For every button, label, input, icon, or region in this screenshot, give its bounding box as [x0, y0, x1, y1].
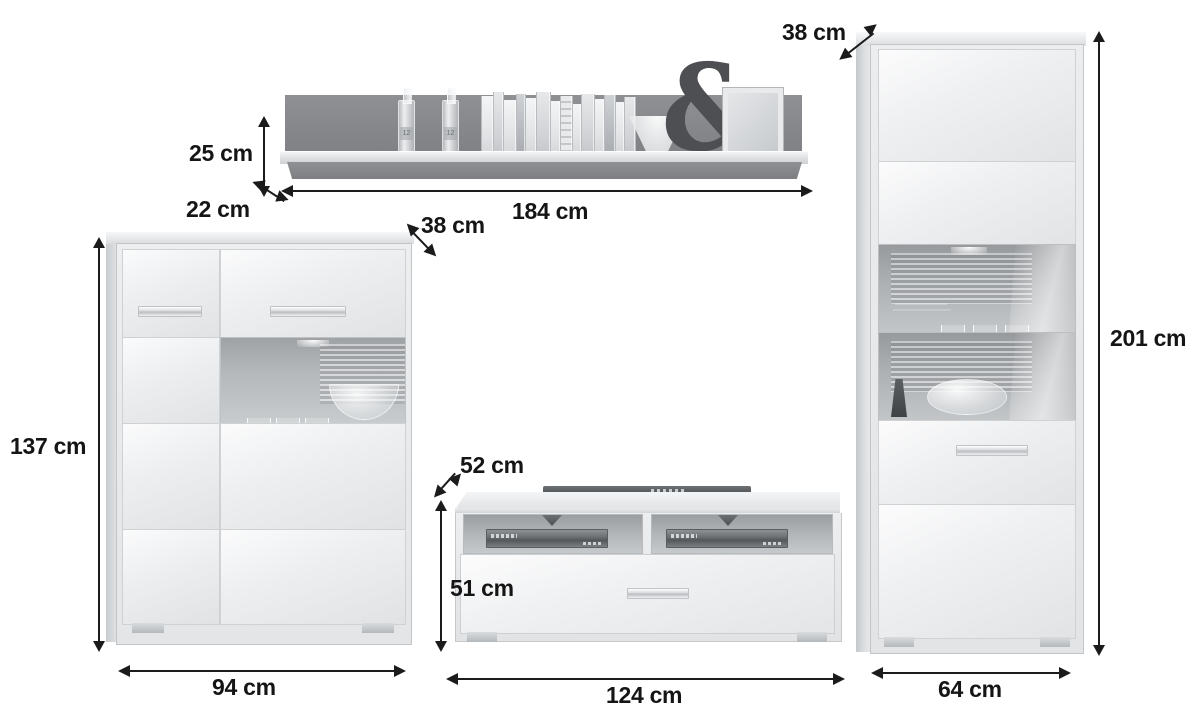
tall-door-bottom[interactable] [878, 504, 1076, 639]
wall-shelf: 12 12 & [280, 48, 808, 191]
arrow-down [93, 641, 105, 652]
bottle-label: 12 [444, 126, 457, 140]
arrow-up [435, 500, 447, 511]
tall-display-cabinet [856, 32, 1086, 658]
dimlabel-tall-depth: 38 cm [782, 19, 846, 45]
dimline-highboard-width [128, 670, 398, 672]
highboard-cabinet [106, 232, 414, 652]
dimline-shelf-width [290, 190, 806, 192]
arrow-right [394, 665, 406, 677]
lowboard-top-slab [455, 492, 840, 510]
dimlabel-shelf-width: 184 cm [512, 198, 589, 224]
highboard-foot-left [132, 623, 164, 633]
dimlabel-lowboard-width: 124 cm [606, 682, 683, 708]
lowboard-drawer-handle[interactable] [627, 588, 689, 599]
highboard-handle-left[interactable] [138, 306, 202, 317]
dimlabel-lowboard-depth: 52 cm [460, 452, 524, 478]
tall-door-mid[interactable] [878, 161, 1076, 245]
shelf-board [280, 151, 808, 164]
tall-foot-left [884, 637, 914, 647]
lowboard-top-edge [455, 508, 840, 514]
led-spotlight [297, 340, 329, 347]
highboard-door-mid-left[interactable] [122, 337, 220, 425]
highboard-door-bottom-right[interactable] [220, 529, 406, 625]
lowboard-niche-left [463, 514, 643, 554]
arrow-right [1059, 667, 1071, 679]
lowboard-niche-right [651, 514, 833, 554]
wall-bracket [542, 515, 562, 526]
lowboard-foot-left [467, 632, 497, 642]
highboard-top-cap [106, 232, 414, 244]
dimlabel-highboard-height: 137 cm [10, 433, 87, 459]
dimline-lowboard-height [440, 510, 442, 642]
shelf-underside [287, 162, 802, 179]
dimlabel-shelf-depth: 22 cm [186, 196, 250, 222]
dimline-highboard-height [98, 248, 100, 642]
dimline-tall-width [880, 672, 1064, 674]
tall-glass-lower [878, 332, 1076, 422]
arrow-right [833, 673, 845, 685]
decor-bottle: 12 [442, 88, 459, 158]
dimline-shelf-height [263, 126, 265, 188]
arrow-up [93, 237, 105, 248]
arrow-up [1093, 31, 1105, 42]
arrow-left [281, 185, 293, 197]
dimlabel-highboard-depth: 38 cm [421, 212, 485, 238]
decor-book [536, 92, 551, 158]
tv-lowboard [455, 486, 842, 652]
decor-book [581, 94, 595, 158]
arrow-left [118, 665, 130, 677]
lowboard-foot-right [797, 632, 827, 642]
dimlabel-highboard-width: 94 cm [212, 674, 276, 700]
highboard-door-low-right[interactable] [220, 423, 406, 531]
dimlabel-lowboard-height: 51 cm [450, 575, 514, 601]
glass-reflection [1008, 245, 1075, 333]
decor-glass-bowl [927, 379, 1007, 415]
highboard-drawer-right[interactable] [220, 249, 406, 339]
glass-rib-texture [890, 253, 1032, 305]
arrow-left [871, 667, 883, 679]
media-player-device [666, 529, 788, 548]
tall-door-upper[interactable] [878, 49, 1076, 163]
highboard-glass-display [220, 337, 406, 425]
decor-dark-vase [891, 379, 907, 417]
dimlabel-tall-height: 201 cm [1110, 325, 1187, 351]
arrow-left [446, 673, 458, 685]
tall-foot-right [1040, 637, 1070, 647]
arrow-down [1093, 645, 1105, 656]
arrow-down [258, 186, 270, 197]
arrow-right [801, 185, 813, 197]
dimlabel-shelf-height: 25 cm [189, 140, 253, 166]
media-player-device [486, 529, 608, 548]
arrow-down [435, 641, 447, 652]
tall-door-lower[interactable] [878, 420, 1076, 506]
dimline-tall-height [1098, 42, 1100, 646]
highboard-door-bottom-left[interactable] [122, 529, 220, 625]
tall-door-handle[interactable] [956, 445, 1028, 456]
highboard-handle-right[interactable] [270, 306, 346, 317]
led-spotlight [951, 247, 988, 255]
glass-reflection [1008, 333, 1075, 421]
dimline-lowboard-width [455, 678, 838, 680]
tall-top-cap [856, 32, 1086, 46]
decor-bottle: 12 [398, 88, 415, 158]
highboard-door-low-left[interactable] [122, 423, 220, 531]
arrow-up [258, 116, 270, 127]
decor-book [503, 100, 517, 158]
decor-picture-frame [723, 88, 783, 158]
dimlabel-tall-width: 64 cm [938, 676, 1002, 702]
bottle-label: 12 [400, 126, 413, 140]
highboard-side-panel [106, 238, 118, 642]
decor-soundbar [543, 486, 751, 495]
highboard-drawer-left[interactable] [122, 249, 220, 339]
tall-glass-upper [878, 244, 1076, 334]
picture-frame-inner [728, 93, 778, 153]
tall-side-panel [856, 40, 872, 652]
wall-bracket [718, 515, 738, 526]
decor-glass-bowl [329, 384, 399, 420]
highboard-foot-right [362, 623, 394, 633]
